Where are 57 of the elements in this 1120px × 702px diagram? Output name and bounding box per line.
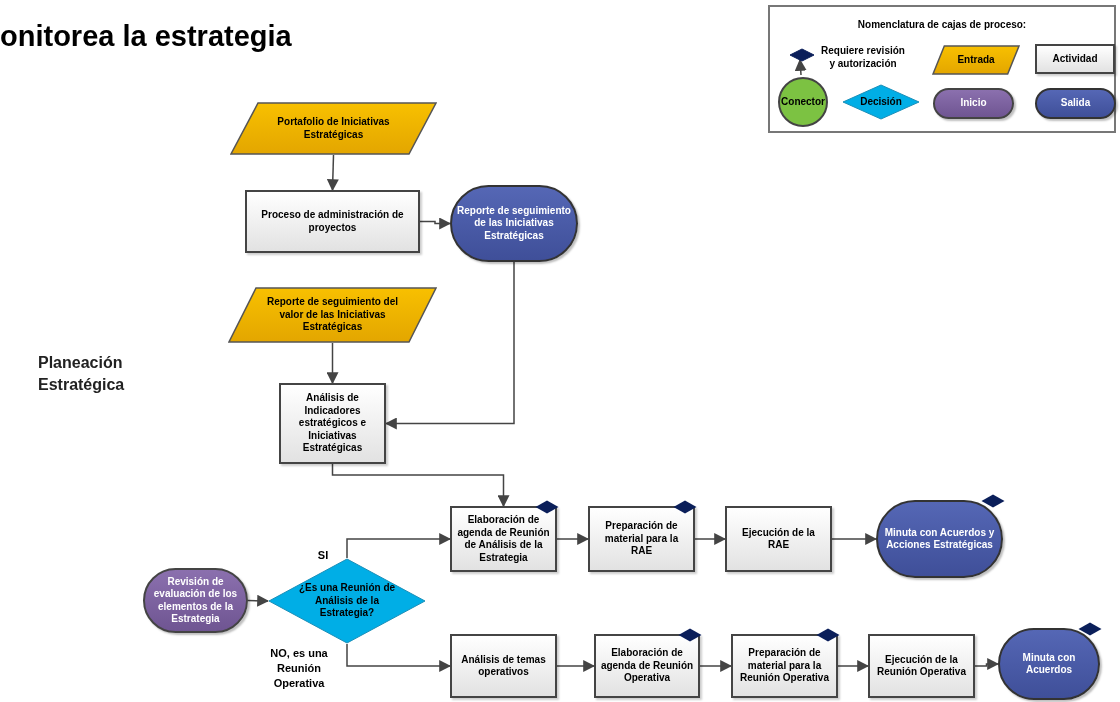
arrow [419,217,452,230]
node-label: Reporte de seguimiento de las Iniciativas Estratégicas [456,204,572,243]
node-label: Decisión [860,95,902,109]
output-terminal [450,185,578,262]
arrow [326,154,339,192]
arrow [346,643,452,672]
arrow [694,533,727,545]
arrow [556,660,596,672]
arrow [974,658,1000,670]
node-label: Reporte de seguimiento del valor de las Iniciativas Estratégicas [265,296,400,334]
node-label: Proceso de administración de proyectos [260,209,405,234]
node-label: ¿Es una Reunión de Análisis de la Estrategia? [297,582,397,620]
node-label: Minuta con Acuerdos y Acciones Estratégicas [883,526,996,552]
start-terminal [143,568,248,633]
arrow [346,533,452,559]
output-terminal [1035,88,1116,119]
node-label: Preparación de material para la Reunión Operativa [739,647,830,685]
arrow [837,660,870,672]
decision-diamond [842,84,920,120]
lane-label: Planeación Estratégica [38,353,126,396]
title: onitorea la estrategia [0,22,292,51]
activity-box [1035,44,1115,74]
node-label: Ejecución de la Reunión Operativa [876,653,967,679]
activity-box [868,634,975,698]
node-label: Actividad [1052,52,1098,66]
legend-heading: Nomenclatura de cajas de proceso: [856,18,1028,32]
arrow [794,58,807,76]
node-label: Preparación de material para la RAE [603,520,680,558]
arrow [831,533,878,545]
activity-box [725,506,832,572]
node-label: Análisis de temas operativos [460,653,547,679]
activity-box [279,383,386,464]
node-label: Portafolio de Iniciativas Estratégicas [276,116,391,141]
node-label: Elaboración de agenda de Reunión Operativa [600,647,694,685]
legend-caption: Requiere revisión y autorización [820,44,906,70]
node-label: Elaboración de agenda de Reunión de Análisis de la Estrategia [456,514,551,564]
arrow [247,594,270,607]
activity-box [245,190,420,253]
decision-diamond [268,558,426,644]
node-label: Revisión de evaluación de los elementos de la Estrategia [152,575,239,626]
start-terminal [933,88,1014,119]
node-label: Entrada [957,53,995,67]
node-label: Salida [1060,97,1091,110]
activity-box [450,634,557,698]
legend-panel [768,5,1116,133]
arrow [699,660,733,672]
input-parallelogram [932,45,1020,75]
input-parallelogram [228,287,437,343]
arrow [556,533,590,545]
node-label: Inicio [960,97,987,110]
node-label: Minuta con Acuerdos [1021,651,1077,677]
node-label: Análisis de Indicadores estratégicos e Iniciativas Estratégicas [297,392,368,455]
arrow [331,463,510,508]
arrow [326,342,339,385]
node-label: Conector [781,95,825,109]
node-label: Ejecución de la RAE [741,526,816,552]
input-parallelogram [230,102,437,155]
